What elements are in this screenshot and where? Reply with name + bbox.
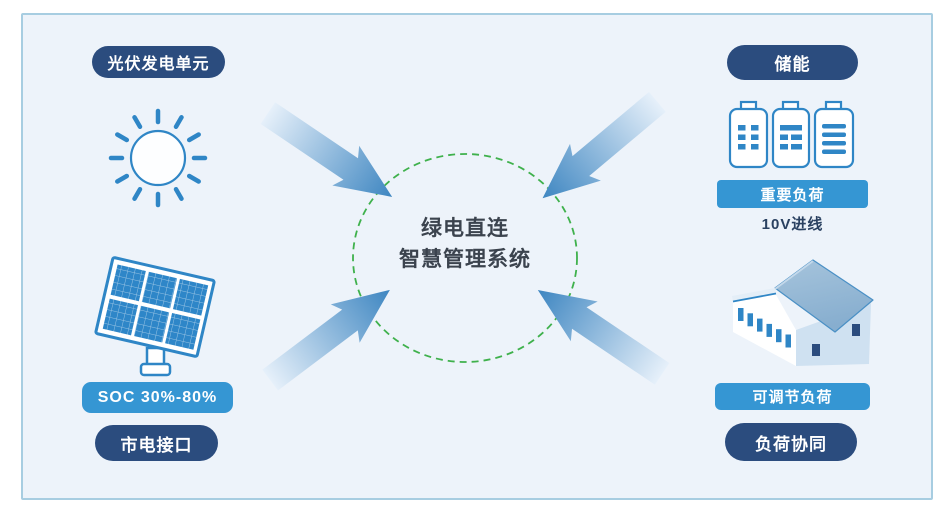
flow-arrow-top-right-icon: [542, 91, 666, 199]
solar-panel-icon: [94, 256, 216, 377]
center-system-title: 绿电直连 智慧管理系统: [340, 213, 590, 275]
flow-arrow-bottom-left-icon: [262, 289, 390, 391]
battery-group-icon: [728, 100, 855, 169]
sun-icon: [108, 108, 208, 208]
flow-arrow-bottom-right-icon: [537, 290, 670, 385]
mains-interface-label: 市电接口: [120, 435, 193, 455]
storage-pill: 储能: [727, 45, 858, 80]
center-dashed-circle-icon: [352, 153, 578, 363]
center-title-line2: 智慧管理系统: [399, 248, 531, 271]
load-coordination-label: 负荷协同: [755, 434, 827, 454]
diagram-panel: [21, 13, 933, 500]
important-load-label: 重要负荷: [760, 186, 825, 204]
center-title-line1: 绿电直连: [421, 217, 509, 240]
pv-unit-pill: 光伏发电单元: [92, 46, 225, 78]
flow-arrow-top-left-icon: [260, 102, 393, 197]
important-load-badge: 重要负荷: [717, 180, 868, 208]
storage-label: 储能: [774, 55, 811, 74]
warehouse-icon: [732, 259, 874, 366]
load-coordination-pill: 负荷协同: [725, 423, 857, 461]
mains-interface-pill: 市电接口: [95, 425, 218, 461]
adjustable-load-label: 可调节负荷: [752, 389, 833, 406]
pv-unit-label: 光伏发电单元: [107, 56, 210, 73]
soc-range-label: SOC 30%-80%: [97, 388, 218, 406]
adjustable-load-badge: 可调节负荷: [715, 383, 870, 410]
soc-range-badge: SOC 30%-80%: [82, 382, 233, 413]
incoming-line-note: 10V进线: [761, 216, 824, 233]
